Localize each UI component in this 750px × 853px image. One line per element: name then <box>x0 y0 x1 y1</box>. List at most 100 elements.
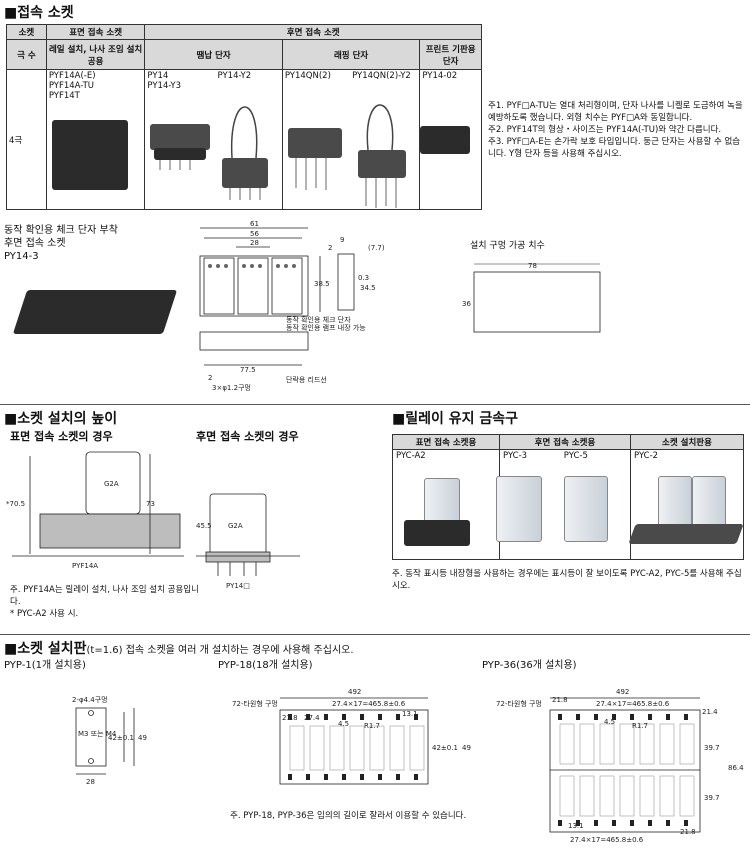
callout-lead: 단락용 리드선 <box>286 375 327 384</box>
col-wrap: 래핑 단자 <box>281 39 421 70</box>
height-surface-model: PYF14A <box>72 562 98 570</box>
socket-photo-wrap2 <box>358 150 406 178</box>
socket-photo-wrap1 <box>288 128 342 158</box>
plate-subtitle: (t=1.6) 접속 소켓을 여러 개 설치하는 경우에 사용해 주십시오. <box>86 645 354 656</box>
dim-38-5: 38.5 <box>314 280 330 288</box>
pyp18-42: 42±0.1 <box>432 744 458 752</box>
dim-holes: 3×φ1.2구멍 <box>212 383 251 392</box>
height-section-title: ■소켓 설치의 높이 <box>4 411 118 427</box>
relay-photo-pyc-a2 <box>424 478 460 526</box>
mount-drawing: 78 36 <box>462 262 601 333</box>
pyp1-49: 49 <box>138 734 147 742</box>
socket-photo-pcb <box>420 126 470 154</box>
socket-photo-solder1 <box>150 124 210 150</box>
dim-77-5: 77.5 <box>240 366 256 374</box>
pyp36-21-4: 21.4 <box>702 708 718 716</box>
col-solder: 땜납 단자 <box>144 39 283 70</box>
dim-56: 56 <box>250 230 259 238</box>
dim-phi2: 2 <box>208 374 212 382</box>
plate-drawings: 2-φ4.4구멍 M3 또는 M4 42±0.1 49 28 492 72-타원… <box>72 688 744 844</box>
plate-note: 주. PYP-18, PYP-36은 임의의 길이로 잘라서 이용할 수 있습니… <box>230 811 467 821</box>
dim-0-3: 0.3 <box>358 274 369 282</box>
dim-34-5: 34.5 <box>360 284 376 292</box>
pyp18-21-8: 21.8 <box>282 714 298 722</box>
dim-7-7: (7.7) <box>368 244 385 252</box>
pyp36-21-8-bottom: 21.8 <box>680 828 696 836</box>
pyp18-27-4: 27.4 <box>304 714 320 722</box>
socket-note-2: 주2. PYF14T의 형상・사이즈는 PYF14A(-TU)와 약간 다릅니다… <box>488 125 722 135</box>
relay-photo-pyc-5 <box>564 476 608 542</box>
relay-photo-pyc-a2-socket <box>404 520 470 546</box>
corner-top: 소켓 <box>6 24 47 40</box>
pyp18-label: PYP-18(18개 설치용) <box>218 660 313 671</box>
pyp1-holes: 2-φ4.4구멍 <box>72 695 108 704</box>
socket-note-3: 주3. PYF□A-E는 손가락 보호 타입입니다. 둥근 단자는 사용할 수 … <box>488 137 741 159</box>
plate-header: ■소켓 설치판(t=1.6) 접속 소켓을 여러 개 설치하는 경우에 사용해 … <box>4 638 354 658</box>
check-title-line2: 후면 접속 소켓 <box>4 238 66 249</box>
height-surface-title: 표면 접속 소켓의 경우 <box>10 430 113 443</box>
height-rear-model: PY14□ <box>226 582 250 590</box>
relay-item-pyc-5: PYC-5 <box>563 451 588 461</box>
pyp18-492: 492 <box>348 688 361 696</box>
pyp36-492: 492 <box>616 688 629 696</box>
pyp36-13-1: 13.1 <box>568 822 584 830</box>
pyp36-label: PYP-36(36개 설치용) <box>482 660 577 671</box>
pyp36-oval: 72-타원형 구멍 <box>496 699 542 708</box>
relay-photo-pyc-3 <box>496 476 542 542</box>
height-rear-relay-label: G2A <box>228 522 243 530</box>
pyp18-13-1: 13.1 <box>402 710 418 718</box>
mount-height: 36 <box>462 300 471 308</box>
relay-photo-plate <box>628 524 744 544</box>
height-rear-title: 후면 접속 소켓의 경우 <box>196 430 299 443</box>
relay-col-rear: 후면 접속 소켓용 <box>499 434 631 450</box>
pyp36-pitch-bottom: 27.4×17=465.8±0.6 <box>570 836 644 844</box>
check-title-line1: 동작 확인용 체크 단자 부착 <box>4 225 118 236</box>
height-dim-45-5: 45.5 <box>196 522 212 530</box>
pyp18-4-5: 4.5 <box>338 720 349 728</box>
pyp1-28: 28 <box>86 778 95 786</box>
height-drawing: G2A G2A *70.5 73 PYF14A 45.5 PY14□ <box>6 451 300 590</box>
pyp1-42: 42±0.1 <box>108 734 134 742</box>
pyp36-pitch-top: 27.4×17=465.8±0.6 <box>596 700 670 708</box>
height-note-2: * PYC-A2 사용 시. <box>10 609 79 619</box>
pyp36-39-7-a: 39.7 <box>704 744 720 752</box>
pyp36-r1-7: R1.7 <box>632 722 648 730</box>
socket-table: 소켓 표면 접속 소켓 후면 접속 소켓 극 수 레일 설치, 나사 조임 설치… <box>6 24 482 210</box>
relay-item-pyc-3: PYC-3 <box>503 451 528 461</box>
mount-title: 설치 구멍 가공 치수 <box>470 241 545 251</box>
pyp36-4-5: 4.5 <box>604 718 615 726</box>
socket-note-1: 주1. PYF□A-TU는 열대 처리형이며, 단자 나사를 니켈로 도금하여 … <box>488 101 743 123</box>
pyp36-21-8-top: 21.8 <box>552 696 568 704</box>
pyp18-oval: 72-타원형 구멍 <box>232 699 278 708</box>
check-socket-photo <box>12 290 178 334</box>
height-dim-70-5: *70.5 <box>6 500 25 508</box>
check-socket-title: 동작 확인용 체크 단자 부착 후면 접속 소켓 PY14-3 <box>4 224 118 263</box>
relay-col-surface: 표면 접속 소켓용 <box>392 434 500 450</box>
callout-lamp: 동작 확인용 램프 내장 가능 <box>286 323 366 332</box>
surface-sub: 레일 설치, 나사 조임 설치 공용 <box>45 39 146 70</box>
relay-col-plate: 소켓 설치판용 <box>630 434 744 450</box>
pyp18-49: 49 <box>462 744 471 752</box>
socket-photo-solder2 <box>222 158 268 188</box>
pyp18-pitch: 27.4×17=465.8±0.6 <box>332 700 406 708</box>
surface-header: 표면 접속 소켓 <box>45 24 146 40</box>
pyp36-86-4: 86.4 <box>728 764 744 772</box>
height-relay-label: G2A <box>104 480 119 488</box>
relay-holder-title: ■릴레이 유지 금속구 <box>392 411 519 427</box>
check-model: PY14-3 <box>4 251 39 262</box>
dim-9: 9 <box>340 236 344 244</box>
pyp1-screw: M3 또는 M4 <box>78 730 117 738</box>
socket-photo-solder1-base <box>154 148 206 160</box>
socket-section-title: ■접속 소켓 <box>4 5 74 21</box>
height-note-1: 주. PYF14A는 릴레이 설치, 나사 조임 설치 공용입니다. <box>10 585 199 607</box>
pyp1-label: PYP-1(1개 설치용) <box>4 660 86 671</box>
socket-notes: 주1. PYF□A-TU는 열대 처리형이며, 단자 나사를 니켈로 도금하여 … <box>488 100 746 160</box>
col-pcb: 프린트 기판용 단자 <box>419 39 482 70</box>
check-socket-drawing: 61 56 28 (7.7) 2 9 38.5 0.3 34.5 77.5 2 … <box>199 220 385 392</box>
dim-61: 61 <box>250 220 259 228</box>
divider-1 <box>0 404 750 405</box>
pyp36-39-7-b: 39.7 <box>704 794 720 802</box>
height-notes: 주. PYF14A는 릴레이 설치, 나사 조임 설치 공용입니다. * PYC… <box>10 584 200 620</box>
socket-photo-pins <box>159 104 397 208</box>
corner-bottom: 극 수 <box>6 39 47 70</box>
